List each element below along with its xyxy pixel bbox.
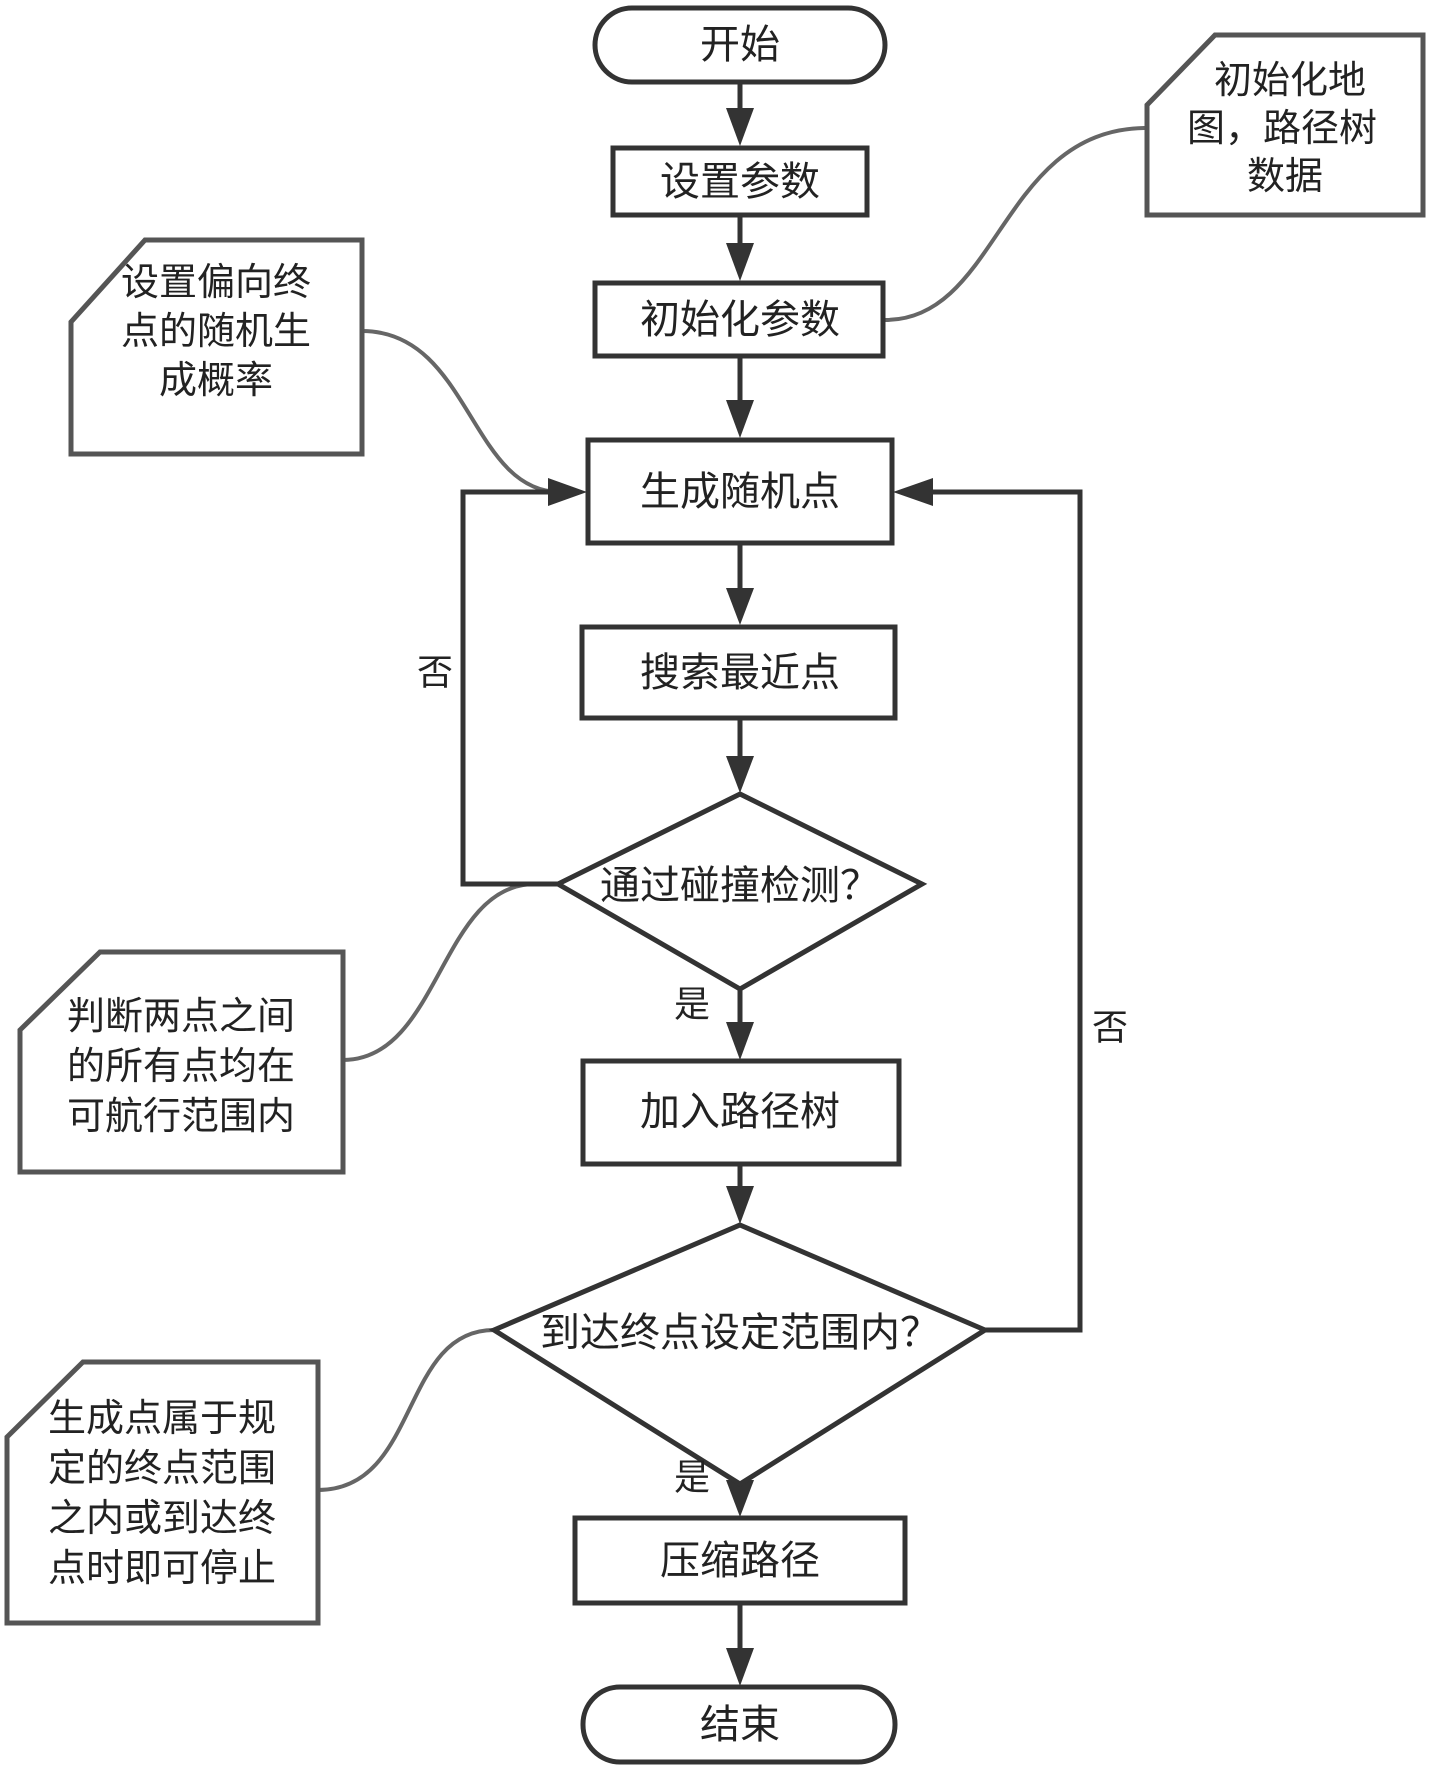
note-collision: 判断两点之间 的所有点均在 可航行范围内 <box>17 949 346 1175</box>
note-line: 的所有点均在 <box>67 1044 295 1088</box>
add-tree-label: 加入路径树 <box>640 1089 840 1135</box>
reach-goal-label: 到达终点设定范围内？ <box>540 1310 940 1356</box>
gen-random-process[interactable]: 生成随机点 <box>585 437 895 546</box>
end-label: 结束 <box>700 1702 780 1748</box>
compress-path-label: 压缩路径 <box>660 1538 820 1584</box>
arrow-head-icon <box>726 400 754 438</box>
note-line: 成概率 <box>159 358 273 402</box>
note-line: 数据 <box>1247 154 1323 198</box>
note-goal-bias: 设置偏向终 点的随机生 成概率 <box>68 237 365 457</box>
edge-label-yes-collision: 是 <box>674 985 710 1026</box>
note-line: 可航行范围内 <box>67 1094 295 1138</box>
arrow-head-icon <box>726 1480 754 1517</box>
init-params-label: 初始化参数 <box>640 297 840 343</box>
note-goal-reach: 生成点属于规 定的终点范围 之内或到达终 点时即可停止 <box>4 1359 321 1626</box>
reach-goal-decision[interactable]: 到达终点设定范围内？ <box>488 1222 991 1487</box>
arrow-head-icon <box>726 108 754 146</box>
start-terminal[interactable]: 开始 <box>592 5 888 85</box>
connector-collision-note <box>342 882 536 1062</box>
edge-reach-gen-no <box>920 489 1083 1333</box>
note-line: 点时即可停止 <box>48 1546 276 1590</box>
start-label: 开始 <box>700 22 780 68</box>
edge-label-no-left: 否 <box>417 653 453 694</box>
init-params-process[interactable]: 初始化参数 <box>592 280 886 359</box>
add-tree-process[interactable]: 加入路径树 <box>580 1058 902 1167</box>
arrow-head-icon <box>726 1648 754 1686</box>
connector-goal-bias-note <box>361 329 561 494</box>
connector-init-note <box>884 126 1148 322</box>
edge-label-yes-reach: 是 <box>674 1458 710 1499</box>
edge-check-gen-no <box>460 489 560 887</box>
collision-check-label: 通过碰撞检测？ <box>600 863 880 909</box>
arrow-head-icon <box>548 478 587 506</box>
note-line: 之内或到达终 <box>48 1496 276 1540</box>
set-params-label: 设置参数 <box>660 159 820 205</box>
end-terminal[interactable]: 结束 <box>580 1684 898 1765</box>
note-line: 生成点属于规 <box>48 1396 276 1440</box>
edge-label-no-right: 否 <box>1092 1008 1128 1049</box>
note-init-map: 初始化地 图，路径树 数据 <box>1144 32 1426 218</box>
gen-random-label: 生成随机点 <box>640 469 840 515</box>
search-nearest-label: 搜索最近点 <box>640 650 840 696</box>
connector-goal-note <box>317 1328 495 1492</box>
note-line: 图，路径树 <box>1187 106 1377 150</box>
arrow-head-icon <box>726 756 754 793</box>
note-line: 设置偏向终 <box>121 260 311 304</box>
arrow-head-icon <box>726 1022 754 1060</box>
collision-check-decision[interactable]: 通过碰撞检测？ <box>552 791 928 992</box>
arrow-head-icon <box>726 243 754 281</box>
arrow-head-icon <box>726 1186 754 1224</box>
note-line: 定的终点范围 <box>48 1446 276 1490</box>
arrow-head-icon <box>893 478 933 506</box>
arrow-head-icon <box>726 588 754 625</box>
search-nearest-process[interactable]: 搜索最近点 <box>579 624 898 721</box>
compress-path-process[interactable]: 压缩路径 <box>572 1515 908 1606</box>
note-line: 初始化地 <box>1214 58 1366 102</box>
note-line: 判断两点之间 <box>67 994 295 1038</box>
note-line: 点的随机生 <box>121 309 311 353</box>
set-params-process[interactable]: 设置参数 <box>610 145 870 218</box>
